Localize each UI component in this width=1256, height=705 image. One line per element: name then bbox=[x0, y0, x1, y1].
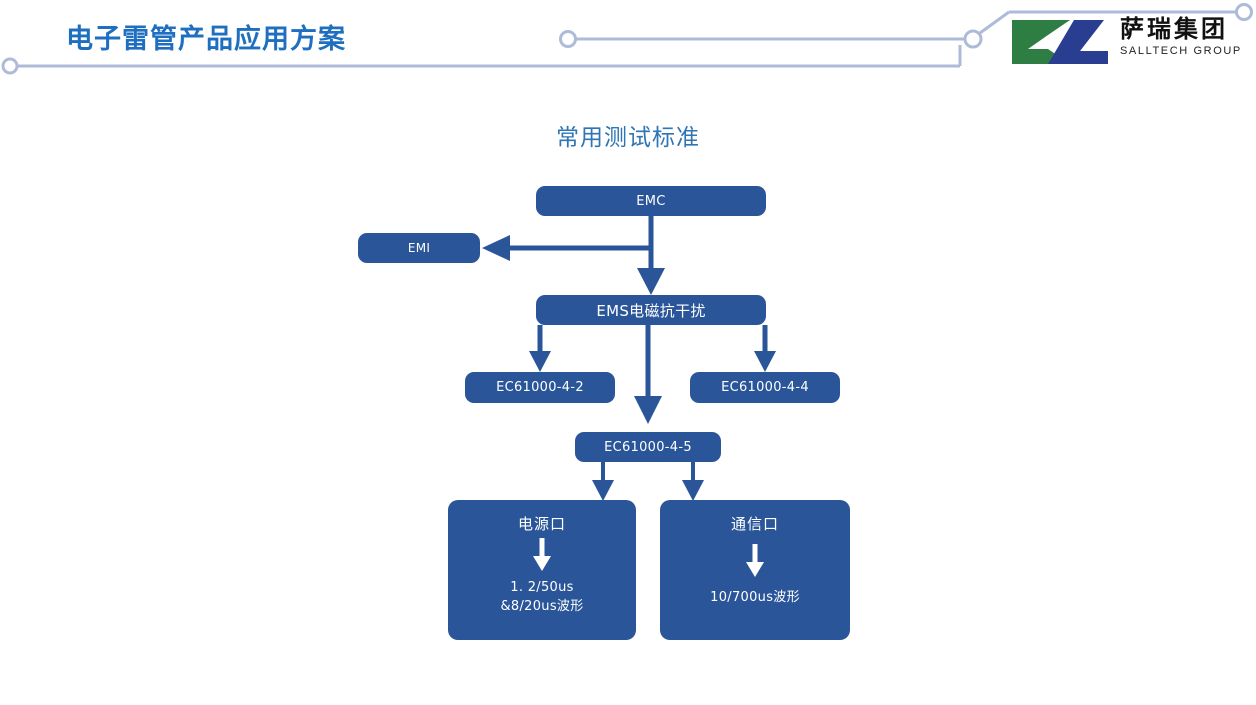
down-arrow-icon bbox=[746, 544, 764, 577]
flow-node-emc[interactable]: EMC bbox=[536, 186, 766, 216]
arrowhead-445-to-power bbox=[592, 480, 614, 501]
flow-node-ems[interactable]: EMS电磁抗干扰 bbox=[536, 295, 766, 325]
flow-node-iec61000-4-4[interactable]: EC61000-4-4 bbox=[690, 372, 840, 403]
flow-node-power-port-body: 1. 2/50us &8/20us波形 bbox=[500, 580, 584, 614]
flow-node-comm-port-body: 10/700us波形 bbox=[710, 590, 800, 605]
flow-node-iec61000-4-2[interactable]: EC61000-4-2 bbox=[465, 372, 615, 403]
flow-node-comm-port[interactable]: 通信口 10/700us波形 bbox=[660, 500, 850, 640]
arrowhead-445-to-comm bbox=[682, 480, 704, 501]
flow-node-emi-label: EMI bbox=[407, 241, 431, 255]
flow-node-power-port[interactable]: 电源口 1. 2/50us &8/20us波形 bbox=[448, 500, 636, 640]
page-title: 电子雷管产品应用方案 bbox=[66, 24, 346, 55]
flow-node-emc-label: EMC bbox=[636, 193, 666, 209]
salltech-logo-mark bbox=[1012, 20, 1108, 64]
flow-node-emi[interactable]: EMI bbox=[358, 233, 480, 263]
slide-subtitle: 常用测试标准 bbox=[556, 125, 700, 151]
company-logo: 萨瑞集团 SALLTECH GROUP bbox=[1008, 14, 1248, 72]
arrowhead-emc-to-emi bbox=[482, 235, 510, 261]
logo-name-en: SALLTECH GROUP bbox=[1120, 45, 1242, 57]
flow-node-iec61000-4-5-label: EC61000-4-5 bbox=[604, 439, 692, 455]
flow-node-ems-label: EMS电磁抗干扰 bbox=[596, 301, 706, 320]
arrowhead-ems-to-444 bbox=[754, 351, 776, 372]
slide-header: 电子雷管产品应用方案 萨瑞集团 SALLTECH GROUP bbox=[0, 0, 1256, 90]
arrowhead-emc-to-ems bbox=[637, 268, 665, 295]
flow-node-iec61000-4-4-label: EC61000-4-4 bbox=[721, 380, 809, 395]
flow-node-iec61000-4-5[interactable]: EC61000-4-5 bbox=[575, 432, 721, 462]
flow-node-iec61000-4-2-label: EC61000-4-2 bbox=[496, 380, 584, 395]
down-arrow-icon bbox=[533, 538, 551, 571]
flow-node-power-port-title: 电源口 bbox=[517, 515, 566, 533]
flow-node-comm-port-title: 通信口 bbox=[730, 515, 779, 533]
arrowhead-ems-to-445 bbox=[634, 396, 662, 424]
arrowhead-ems-to-442 bbox=[529, 351, 551, 372]
header-decoration-lines bbox=[1, 3, 1253, 75]
logo-wordmark: 萨瑞集团 SALLTECH GROUP bbox=[1120, 14, 1250, 59]
logo-name-cn: 萨瑞集团 bbox=[1120, 15, 1228, 43]
